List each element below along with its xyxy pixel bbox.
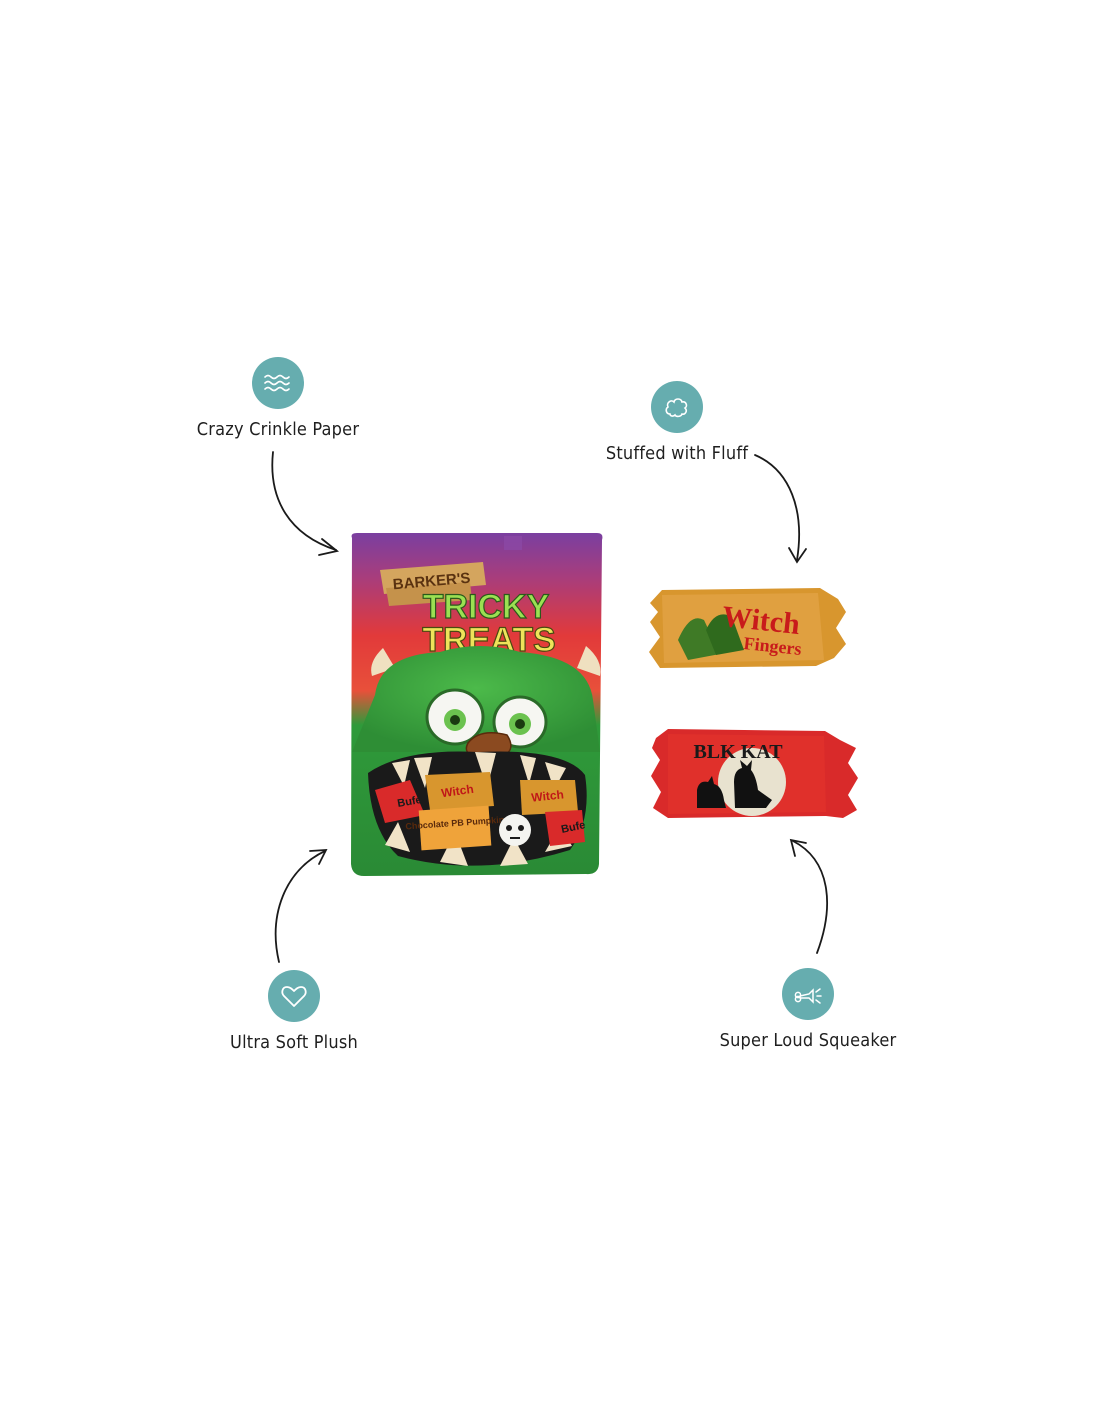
monster-eyes <box>425 688 548 749</box>
mouth-label-bufe-left: Bufe <box>396 794 422 810</box>
feature-label: Crazy Crinkle Paper <box>196 419 360 440</box>
witch-treat-subtitle: Fingers <box>743 633 803 659</box>
feature-ultra-soft-plush: Ultra Soft Plush <box>184 970 404 1053</box>
witch-treat-title: Witch <box>721 600 802 641</box>
feature-crinkle-paper: Crazy Crinkle Paper <box>168 357 388 440</box>
feature-stuffed-fluff: Stuffed with Fluff <box>567 381 787 464</box>
bag-title-line2: TREATS <box>422 621 555 659</box>
feature-label: Ultra Soft Plush <box>230 1032 358 1053</box>
mouth-candies: Bufe Witch Witch Chocolate PB Pumpkin Bu… <box>375 772 587 851</box>
bag-brand: BARKER'S <box>392 570 471 594</box>
mouth-label-witch-2: Witch <box>531 787 565 804</box>
mouth-label-chocolate: Chocolate PB Pumpkin <box>405 815 504 832</box>
waves-icon <box>252 357 304 409</box>
brand-sign: BARKER'S <box>380 562 486 606</box>
feature-label: Stuffed with Fluff <box>605 443 749 464</box>
bag-title-line1: TRICKY <box>423 588 550 626</box>
squeaker-icon <box>782 968 834 1020</box>
heart-icon <box>268 970 320 1022</box>
cotton-ball-icon <box>651 381 703 433</box>
feature-label: Super Loud Squeaker <box>719 1030 897 1051</box>
mouth-label-witch-1: Witch <box>440 782 474 800</box>
feature-loud-squeaker: Super Loud Squeaker <box>698 968 918 1051</box>
cat-treat-title: BLK KAT <box>693 741 783 763</box>
mouth-label-bufe-right: Bufe <box>560 819 586 836</box>
